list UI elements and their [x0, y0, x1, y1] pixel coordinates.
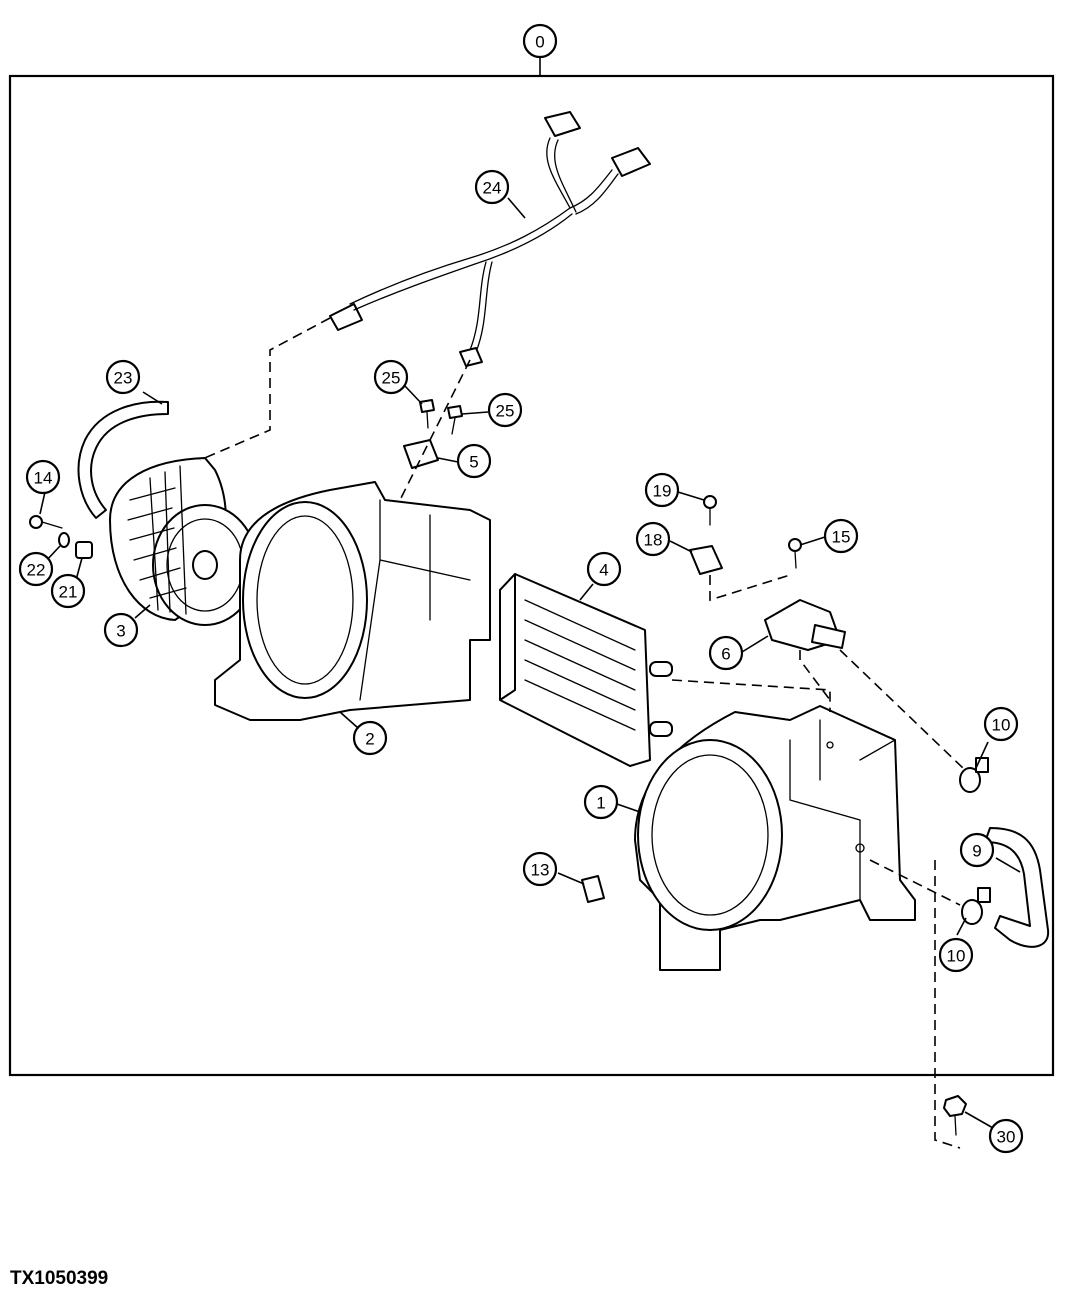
callout-label: 4 [599, 561, 608, 580]
callout-c25a: 25 [373, 359, 409, 395]
screw-15 [788, 538, 802, 569]
callout-label: 5 [469, 453, 478, 472]
callout-c19: 19 [644, 472, 680, 508]
wiring-harness [329, 111, 651, 367]
callout-label: 1 [596, 794, 605, 813]
callout-c10b: 10 [938, 937, 974, 973]
heater-core [499, 573, 673, 767]
hose-23 [77, 400, 169, 519]
blower-housing [214, 481, 491, 721]
callout-label: 13 [531, 861, 550, 880]
callout-label: 22 [27, 561, 46, 580]
callout-c3: 3 [103, 612, 139, 648]
callout-label: 15 [832, 528, 851, 547]
callout-c6: 6 [708, 635, 744, 671]
assembly-frame [8, 74, 1055, 1077]
callout-c10a: 10 [983, 706, 1019, 742]
callout-c9: 9 [959, 832, 995, 868]
callout-c25b: 25 [487, 392, 523, 428]
hose-9 [984, 827, 1050, 948]
washer-22 [58, 532, 70, 548]
tab-13 [581, 875, 605, 903]
grommet-21 [75, 541, 93, 559]
callout-c0: 0 [522, 23, 558, 59]
switch-5 [403, 439, 439, 469]
callout-label: 10 [992, 716, 1011, 735]
callout-label: 25 [382, 369, 401, 388]
callout-label: 0 [535, 33, 544, 52]
callout-c15: 15 [823, 518, 859, 554]
bolt-30 [943, 1095, 967, 1136]
callout-c2: 2 [352, 720, 388, 756]
callout-label: 21 [59, 583, 78, 602]
callout-c23: 23 [105, 359, 141, 395]
screw-14 [29, 515, 63, 529]
screw-19 [703, 495, 717, 526]
callout-label: 14 [34, 469, 53, 488]
callout-c5: 5 [456, 443, 492, 479]
hose-clamp-10a [959, 757, 989, 793]
callout-c4: 4 [586, 551, 622, 587]
figure-id-label: TX1050399 [10, 1268, 109, 1289]
callout-c18: 18 [635, 521, 671, 557]
callout-label: 30 [997, 1128, 1016, 1147]
callout-label: 2 [365, 730, 374, 749]
callout-label: 10 [947, 947, 966, 966]
hose-clamp-10b [961, 887, 991, 925]
clamp-18 [689, 545, 723, 575]
screw-25a [419, 399, 435, 429]
heater-box [634, 705, 916, 971]
callout-label: 25 [496, 402, 515, 421]
blower-motor-assembly [109, 457, 258, 626]
callout-c21: 21 [50, 573, 86, 609]
callout-label: 3 [116, 622, 125, 641]
valve-6 [764, 599, 846, 651]
callout-label: 6 [721, 645, 730, 664]
callout-label: 9 [972, 842, 981, 861]
callout-c13: 13 [522, 851, 558, 887]
callout-c24: 24 [474, 169, 510, 205]
callout-label: 23 [114, 369, 133, 388]
callout-c14: 14 [25, 459, 61, 495]
callout-label: 24 [483, 179, 502, 198]
callout-c30: 30 [988, 1118, 1024, 1154]
callout-c22: 22 [18, 551, 54, 587]
screw-25b [447, 405, 463, 435]
callout-label: 19 [653, 482, 672, 501]
callout-c1: 1 [583, 784, 619, 820]
callout-label: 18 [644, 531, 663, 550]
